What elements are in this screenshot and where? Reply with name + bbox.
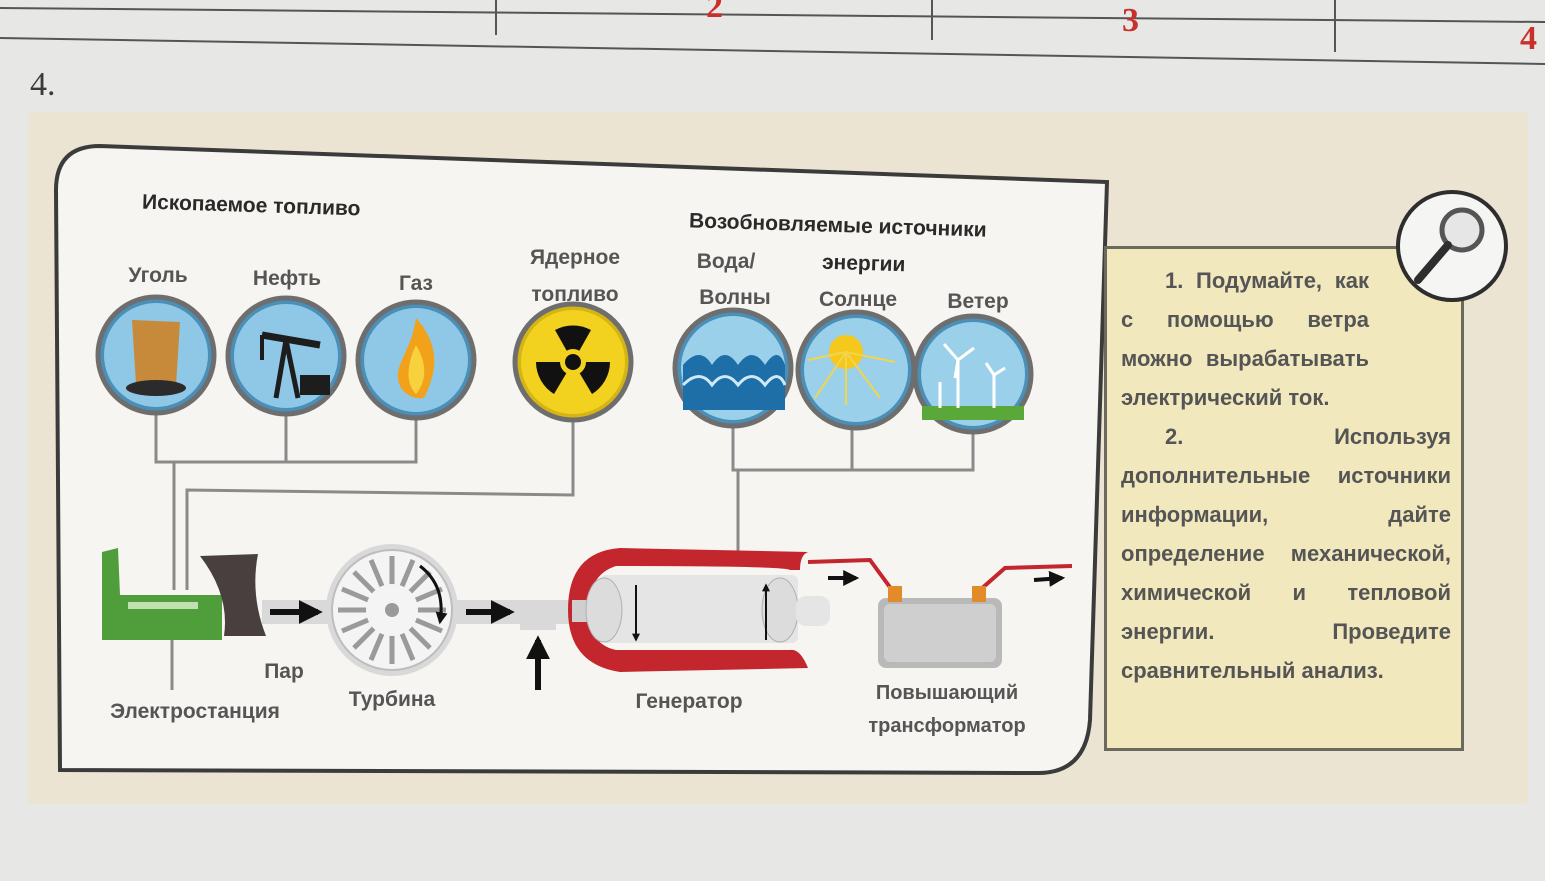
steam-label: Пар xyxy=(264,660,304,683)
wind-label: Ветер xyxy=(947,290,1009,313)
task-note: 1. Подумайте, как с помощью ветра можно … xyxy=(1104,246,1464,751)
header-col-2: 2 xyxy=(706,0,723,25)
gas-flame-icon xyxy=(355,299,477,421)
transformer-label-line1: Повышающий xyxy=(875,682,1019,704)
transformer-label-line2: трансформатор xyxy=(868,715,1026,737)
generator-icon xyxy=(568,548,830,672)
water-label-line2: Волны xyxy=(699,286,771,309)
turbine-icon xyxy=(326,544,458,676)
power-station-label: Электростанция xyxy=(110,700,280,723)
water-waves-icon xyxy=(672,307,794,429)
magnifier-icon xyxy=(1396,190,1508,302)
power-station-icon xyxy=(102,548,266,640)
turbine-label: Турбина xyxy=(348,688,436,711)
connector-lines xyxy=(154,415,975,690)
coal-icon xyxy=(95,294,217,416)
generator-label: Генератор xyxy=(635,690,743,713)
task-number: 4. xyxy=(30,66,56,103)
page-header-table xyxy=(0,0,1545,65)
header-col-4: 4 xyxy=(1520,20,1537,57)
task-note-question-2: 2. Используя дополнительные источники ин… xyxy=(1121,424,1451,683)
oil-label: Нефть xyxy=(252,267,322,290)
header-col-3: 3 xyxy=(1122,2,1139,39)
transformer-icon xyxy=(878,586,1002,668)
oil-pump-icon xyxy=(225,295,347,417)
gas-label: Газ xyxy=(398,272,433,295)
coal-label: Уголь xyxy=(128,264,188,287)
nuclear-label-line1: Ядерное xyxy=(529,246,621,269)
water-label-line1: Вода/ xyxy=(696,250,756,273)
nuclear-label-line2: топливо xyxy=(531,283,619,306)
sun-icon xyxy=(795,309,917,431)
task-note-question-1: 1. Подумайте, как с помощью ветра можно … xyxy=(1121,268,1369,410)
renewable-title-line2: энергии xyxy=(821,250,906,277)
radiation-icon xyxy=(512,301,634,423)
wind-turbine-icon xyxy=(912,313,1034,435)
sun-label: Солнце xyxy=(818,288,898,311)
